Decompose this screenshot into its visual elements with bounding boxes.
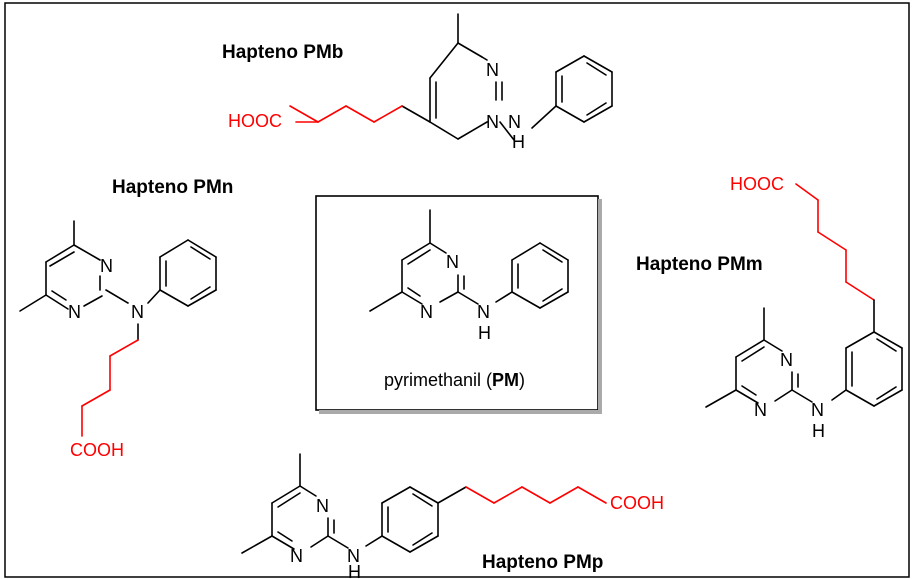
hooc-group: HOOC: [730, 174, 784, 194]
hapten-pmn: Hapteno PMn N N N: [19, 177, 233, 460]
atom-n: N: [131, 302, 144, 322]
hapten-pmm-label: Hapteno PMm: [636, 254, 763, 275]
atom-n: N: [446, 252, 459, 272]
hooc-group: HOOC: [228, 111, 282, 131]
hapten-pmp-label: Hapteno PMp: [482, 552, 603, 573]
atom-n: N: [486, 60, 499, 80]
outer-frame: [4, 2, 910, 578]
hapten-pmn-label: Hapteno PMn: [112, 177, 233, 198]
hapten-pmm: Hapteno PMm HOOC: [636, 174, 903, 441]
frame-shadow: [319, 410, 602, 414]
atom-n: N: [347, 546, 360, 566]
atom-n: N: [100, 256, 113, 276]
atom-n: N: [486, 112, 499, 132]
atom-n: N: [290, 546, 303, 566]
pyrimethanil-caption: pyrimethanil (PM): [384, 370, 525, 390]
atom-h: H: [512, 132, 525, 152]
atom-n: N: [68, 302, 81, 322]
atom-n: N: [811, 400, 824, 420]
atom-n: N: [780, 350, 793, 370]
hapten-pmb-label: Hapteno PMb: [222, 42, 343, 63]
cooh-group: COOH: [70, 440, 124, 460]
hapten-pmb: Hapteno PMb N N: [222, 13, 613, 152]
atom-h: H: [812, 421, 825, 441]
atom-n: N: [754, 400, 767, 420]
atom-n: N: [477, 302, 490, 322]
atom-n: N: [316, 496, 329, 516]
atom-h: H: [348, 562, 361, 579]
atom-n: N: [420, 302, 433, 322]
pyrimethanil-box: N N N H pyrimethanil (PM): [315, 195, 602, 414]
frame-shadow: [598, 199, 602, 413]
atom-n: N: [508, 112, 521, 132]
cooh-group: COOH: [610, 493, 664, 513]
caption-close: ): [519, 370, 525, 390]
hapten-pmp: Hapteno PMp N: [241, 453, 664, 579]
caption-name: pyrimethanil (: [384, 370, 492, 390]
atom-h: H: [478, 323, 491, 343]
caption-abbrev: PM: [492, 370, 519, 390]
